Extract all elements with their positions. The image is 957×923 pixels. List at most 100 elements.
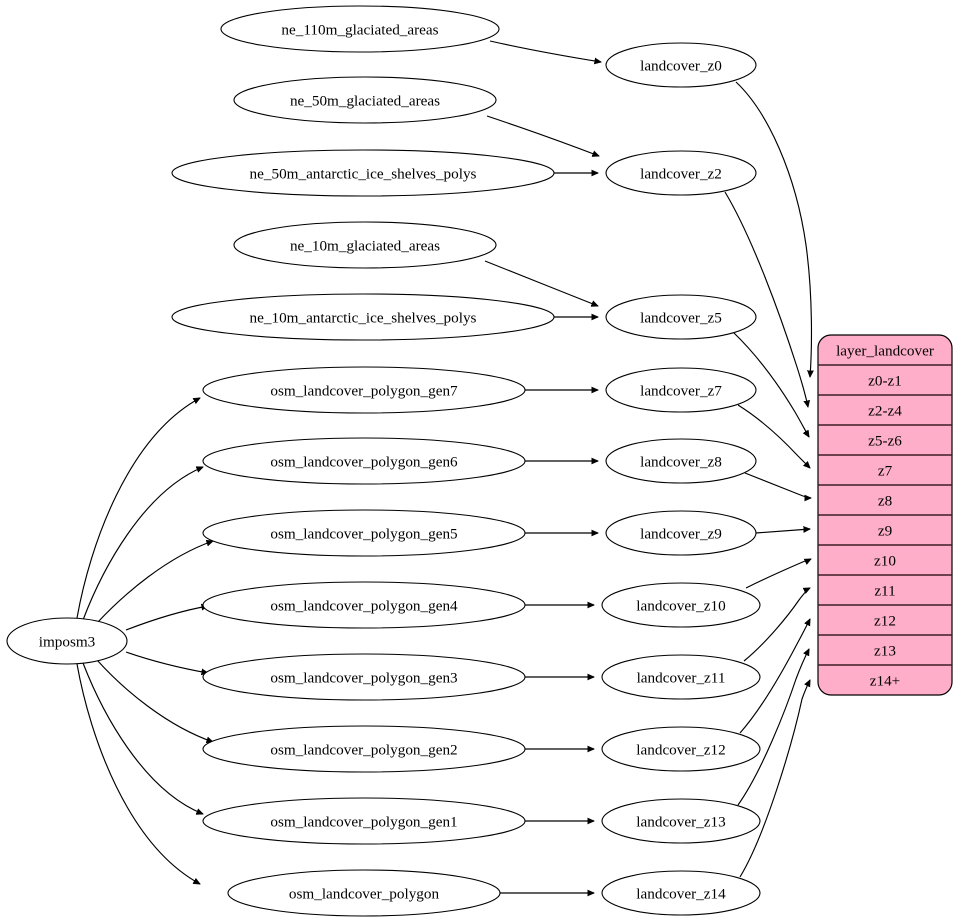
node-label-osm_landcover_polygon_gen3: osm_landcover_polygon_gen3 (270, 670, 457, 687)
edge-landcover_z14-to-record_row_10 (739, 680, 811, 878)
edges-layer (76, 40, 811, 893)
node-label-osm_landcover_polygon_gen2: osm_landcover_polygon_gen2 (270, 742, 457, 759)
record-row-label-8[interactable]: z12 (874, 613, 896, 630)
node-shape-osm_landcover_polygon_gen2 (202, 725, 526, 773)
record-row-label-5[interactable]: z9 (878, 523, 892, 540)
node-label-osm_landcover_polygon_gen5: osm_landcover_polygon_gen5 (270, 526, 457, 543)
node-label-landcover_z7: landcover_z7 (640, 383, 722, 400)
record-row-label-6[interactable]: z10 (874, 553, 896, 570)
node-landcover_z9[interactable]: landcover_z9 (605, 510, 757, 556)
node-shape-ne_10m_antarctic_ice_shelves_polys (171, 293, 555, 341)
edge-imposm3-to-osm_landcover_polygon_gen6 (82, 467, 203, 621)
edge-ne_50m_glaciated_areas-to-landcover_z2 (486, 115, 599, 156)
node-label-landcover_z9: landcover_z9 (640, 526, 722, 543)
node-osm_landcover_polygon_gen3[interactable]: osm_landcover_polygon_gen3 (202, 653, 526, 701)
edge-ne_110m_glaciated_areas-to-landcover_z0 (489, 40, 601, 62)
node-osm_landcover_polygon_gen6[interactable]: osm_landcover_polygon_gen6 (202, 437, 526, 485)
node-label-landcover_z8: landcover_z8 (640, 454, 722, 471)
node-landcover_z0[interactable]: landcover_z0 (605, 42, 757, 88)
node-label-osm_landcover_polygon_gen7: osm_landcover_polygon_gen7 (270, 383, 458, 400)
record-row-label-10[interactable]: z14+ (870, 673, 901, 690)
edge-imposm3-to-osm_landcover_polygon_gen1 (82, 662, 203, 814)
node-shape-landcover_z10 (601, 582, 761, 628)
node-landcover_z12[interactable]: landcover_z12 (601, 726, 761, 772)
node-ne_50m_antarctic_ice_shelves_polys[interactable]: ne_50m_antarctic_ice_shelves_polys (171, 149, 555, 197)
node-shape-ne_110m_glaciated_areas (220, 5, 500, 53)
node-landcover_z11[interactable]: landcover_z11 (601, 654, 761, 700)
node-label-imposm3: imposm3 (39, 634, 96, 651)
node-landcover_z7[interactable]: landcover_z7 (605, 367, 757, 413)
node-ne_10m_glaciated_areas[interactable]: ne_10m_glaciated_areas (233, 221, 497, 269)
edge-landcover_z13-to-record_row_9 (737, 649, 810, 806)
node-shape-landcover_z13 (601, 798, 761, 844)
record-node-layer_landcover[interactable]: layer_landcover z0-z1 z2-z4 z5-z6 z7 z8 z9 z10 z… (817, 334, 953, 696)
node-shape-landcover_z8 (605, 438, 757, 484)
node-label-landcover_z12: landcover_z12 (636, 742, 725, 759)
node-label-ne_50m_glaciated_areas: ne_50m_glaciated_areas (290, 93, 440, 110)
node-label-landcover_z10: landcover_z10 (636, 598, 726, 615)
node-imposm3[interactable]: imposm3 (6, 617, 128, 665)
node-ne_50m_glaciated_areas[interactable]: ne_50m_glaciated_areas (233, 76, 497, 124)
node-osm_landcover_polygon_gen4[interactable]: osm_landcover_polygon_gen4 (202, 581, 526, 629)
record-row-label-9[interactable]: z13 (874, 643, 896, 660)
node-shape-ne_50m_glaciated_areas (233, 76, 497, 124)
node-shape-osm_landcover_polygon_gen1 (202, 797, 526, 845)
node-osm_landcover_polygon_gen7[interactable]: osm_landcover_polygon_gen7 (202, 366, 526, 414)
node-shape-osm_landcover_polygon_gen3 (202, 653, 526, 701)
node-shape-landcover_z14 (601, 870, 761, 916)
record-row-label-3[interactable]: z7 (878, 463, 893, 480)
edge-imposm3-to-osm_landcover_polygon_gen4 (125, 606, 208, 631)
node-label-ne_10m_glaciated_areas: ne_10m_glaciated_areas (290, 238, 440, 255)
node-ne_10m_antarctic_ice_shelves_polys[interactable]: ne_10m_antarctic_ice_shelves_polys (171, 293, 555, 341)
edge-landcover_z5-to-record_row_2 (732, 331, 809, 437)
node-shape-ne_10m_glaciated_areas (233, 221, 497, 269)
nodes-layer: ne_110m_glaciated_areas ne_50m_glaciated_… (6, 5, 761, 917)
node-shape-landcover_z11 (601, 654, 761, 700)
node-landcover_z8[interactable]: landcover_z8 (605, 438, 757, 484)
node-label-ne_110m_glaciated_areas: ne_110m_glaciated_areas (281, 22, 438, 39)
edge-ne_10m_glaciated_areas-to-landcover_z5 (484, 260, 598, 306)
edge-imposm3-to-osm_landcover_polygon (76, 663, 200, 884)
node-osm_landcover_polygon_gen5[interactable]: osm_landcover_polygon_gen5 (202, 509, 526, 557)
record-row-label-0[interactable]: z0-z1 (868, 373, 902, 390)
node-osm_landcover_polygon_gen2[interactable]: osm_landcover_polygon_gen2 (202, 725, 526, 773)
node-shape-landcover_z0 (605, 42, 757, 88)
record-header-label: layer_landcover (836, 343, 934, 360)
node-landcover_z2[interactable]: landcover_z2 (605, 150, 757, 196)
node-shape-ne_50m_antarctic_ice_shelves_polys (171, 149, 555, 197)
record-node-layer: layer_landcover z0-z1 z2-z4 z5-z6 z7 z8 z9 z10 z… (817, 334, 953, 696)
node-shape-osm_landcover_polygon_gen7 (202, 366, 526, 414)
node-label-ne_10m_antarctic_ice_shelves_polys: ne_10m_antarctic_ice_shelves_polys (250, 310, 477, 327)
record-row-label-1[interactable]: z2-z4 (868, 403, 902, 420)
node-shape-landcover_z7 (605, 367, 757, 413)
node-landcover_z10[interactable]: landcover_z10 (601, 582, 761, 628)
node-shape-imposm3 (6, 617, 128, 665)
node-osm_landcover_polygon_gen1[interactable]: osm_landcover_polygon_gen1 (202, 797, 526, 845)
edge-landcover_z12-to-record_row_8 (739, 619, 811, 734)
record-row-label-4[interactable]: z8 (878, 493, 893, 510)
node-landcover_z13[interactable]: landcover_z13 (601, 798, 761, 844)
record-row-label-7[interactable]: z11 (874, 583, 895, 600)
node-label-landcover_z2: landcover_z2 (640, 166, 722, 183)
node-shape-osm_landcover_polygon_gen6 (202, 437, 526, 485)
record-row-label-2[interactable]: z5-z6 (868, 433, 902, 450)
node-ne_110m_glaciated_areas[interactable]: ne_110m_glaciated_areas (220, 5, 500, 53)
node-landcover_z14[interactable]: landcover_z14 (601, 870, 761, 916)
node-label-landcover_z5: landcover_z5 (640, 310, 722, 327)
edge-landcover_z7-to-record_row_3 (737, 404, 810, 468)
node-shape-landcover_z5 (605, 294, 757, 340)
node-shape-landcover_z2 (605, 150, 757, 196)
edge-landcover_z0-to-record_row_0 (735, 81, 811, 377)
node-label-landcover_z0: landcover_z0 (640, 58, 722, 75)
node-label-landcover_z11: landcover_z11 (637, 670, 726, 687)
node-landcover_z5[interactable]: landcover_z5 (605, 294, 757, 340)
node-label-ne_50m_antarctic_ice_shelves_polys: ne_50m_antarctic_ice_shelves_polys (250, 166, 477, 183)
edge-landcover_z11-to-record_row_7 (743, 587, 810, 662)
edge-imposm3-to-osm_landcover_polygon_gen5 (96, 541, 213, 624)
edge-imposm3-to-osm_landcover_polygon_gen3 (125, 651, 208, 673)
node-shape-osm_landcover_polygon_gen4 (202, 581, 526, 629)
node-osm_landcover_polygon[interactable]: osm_landcover_polygon (227, 869, 501, 917)
node-shape-landcover_z12 (601, 726, 761, 772)
